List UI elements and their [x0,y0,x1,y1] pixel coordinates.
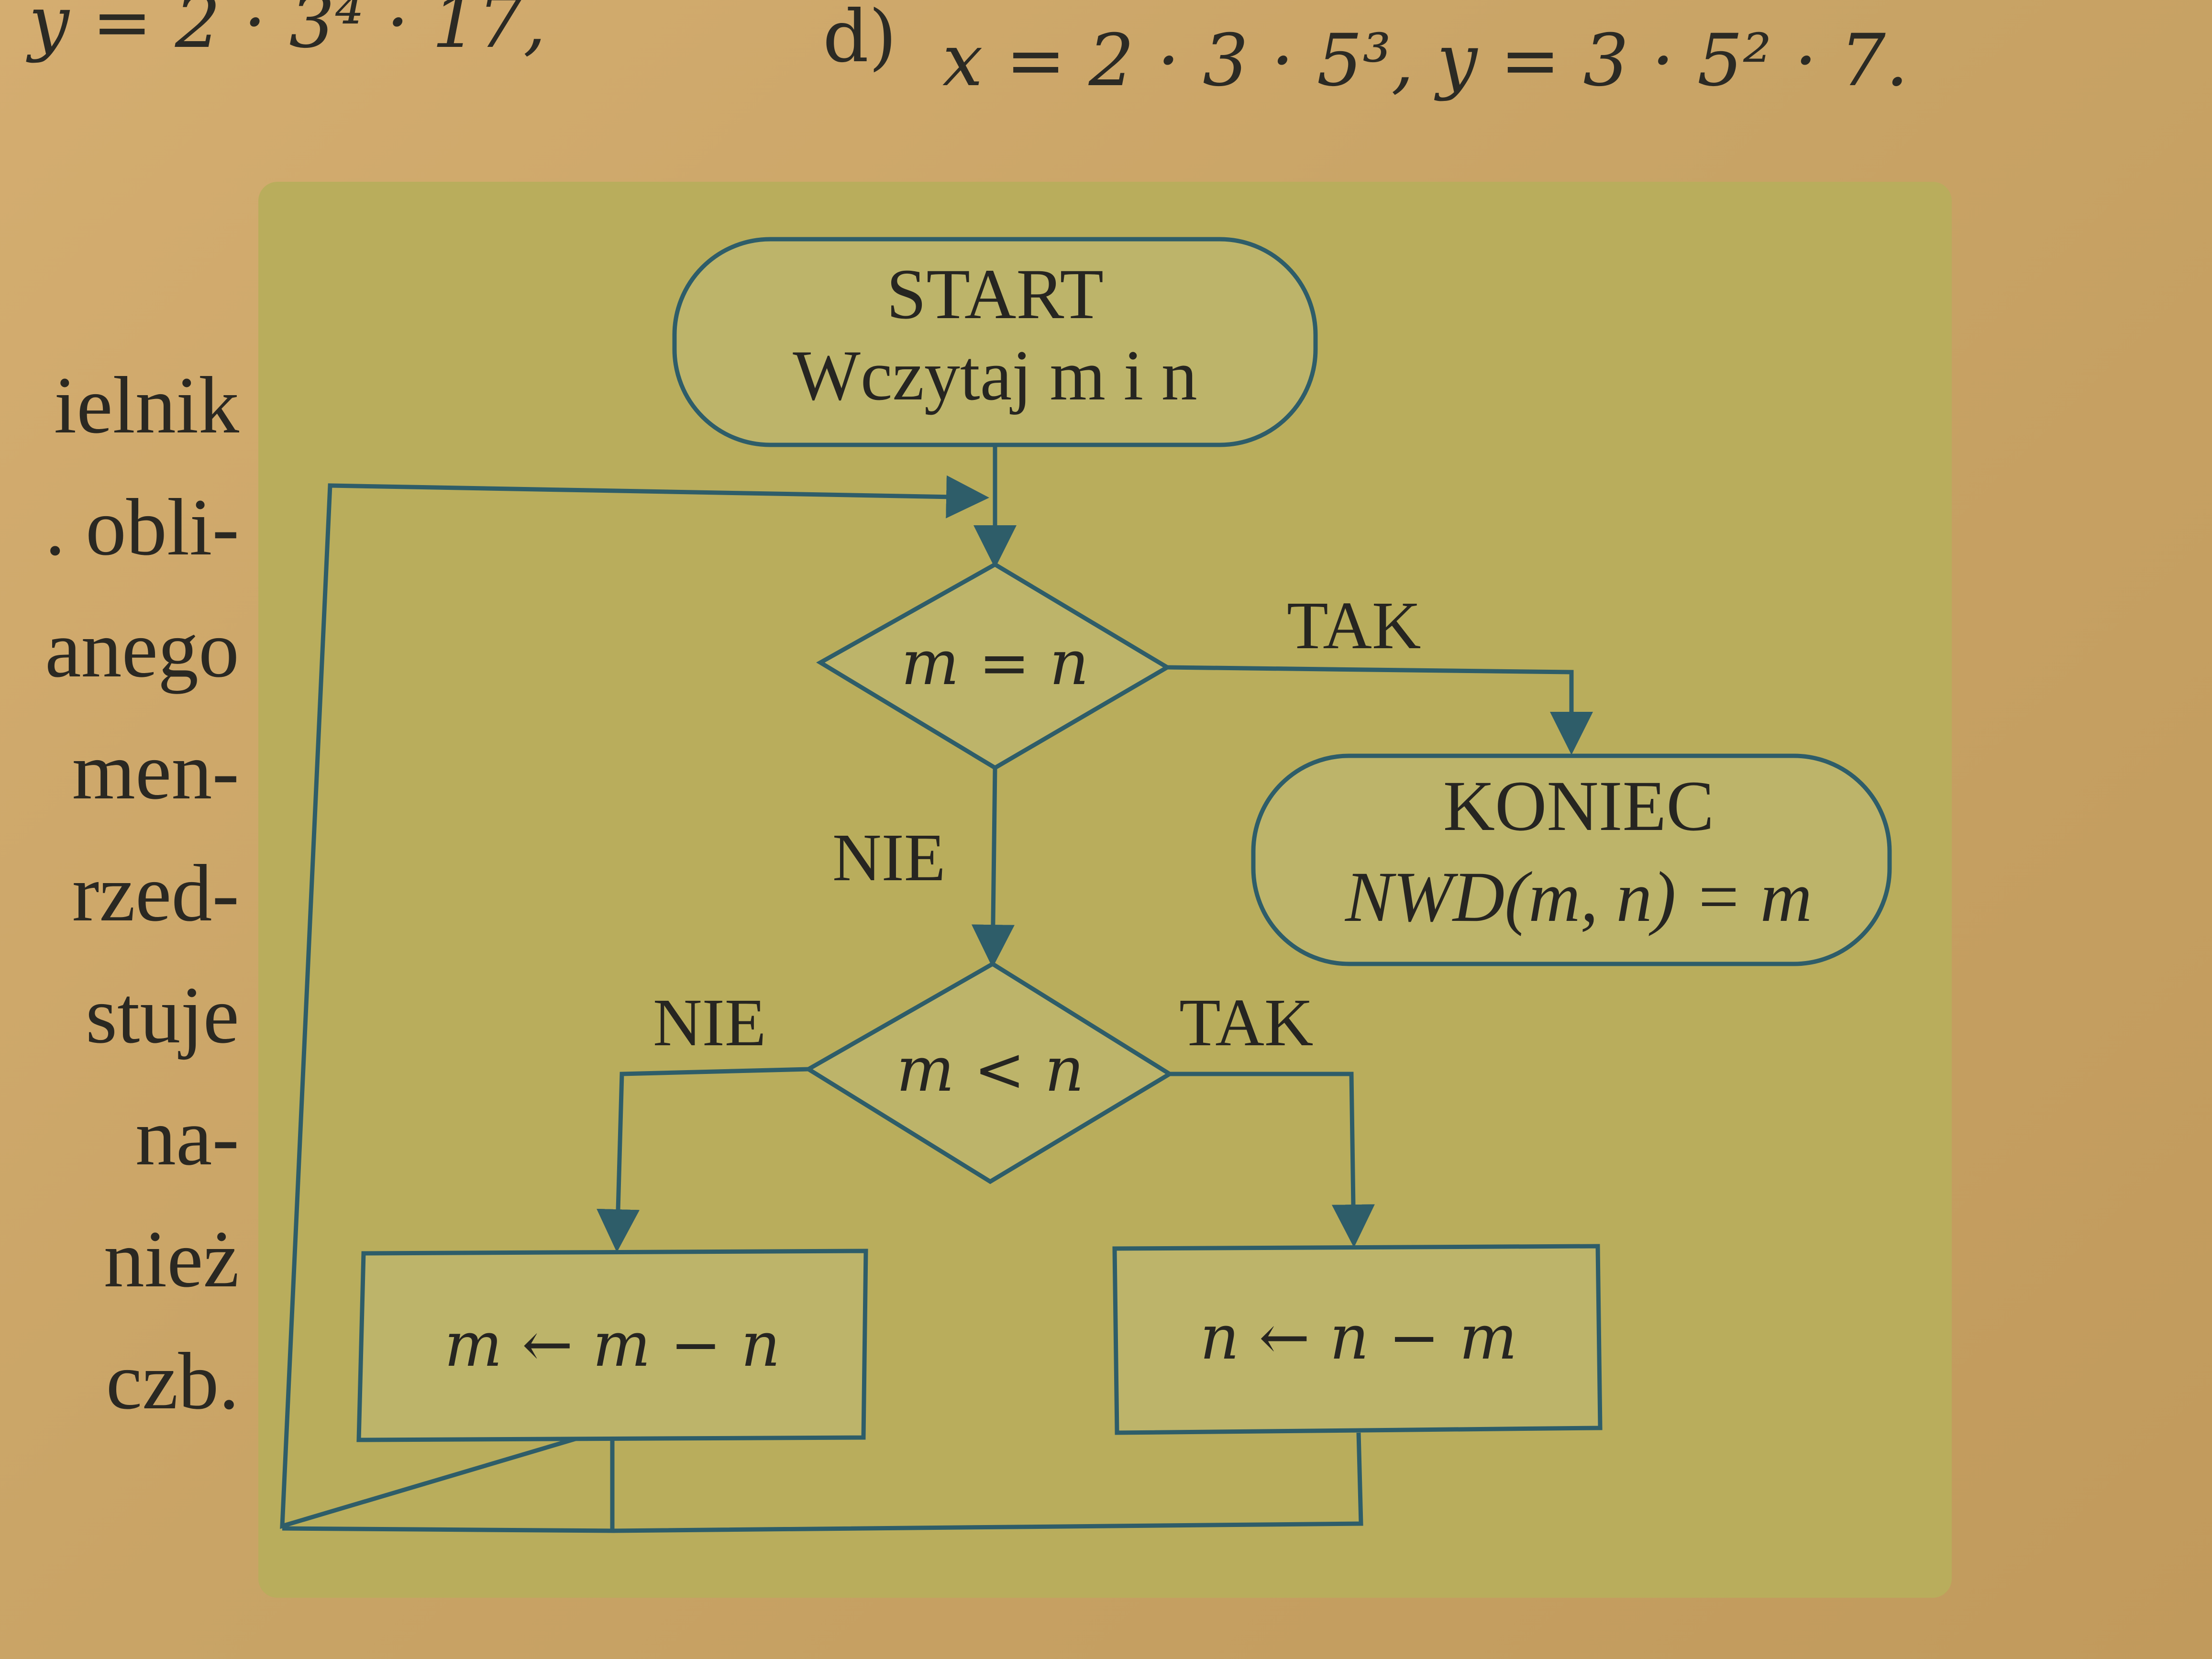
margin-text: ielnik . obli- anego men- rzed- stuje na… [0,344,239,1442]
process-right-text: n ← n − m [1200,1302,1517,1373]
edge-right-process-out [612,1432,1363,1533]
margin-line: anego [45,604,239,694]
margin-line: nież [103,1214,239,1304]
formula-top-right: x = 2 · 3 · 5³, y = 3 · 5² · 7. [942,19,1909,102]
margin-line: na- [135,1092,239,1182]
margin-line: czb. [106,1336,239,1426]
decision2-yes-label: TAK [1179,984,1313,1060]
edge-left-process-out [282,1440,615,1533]
end-terminal [1251,753,1892,966]
start-title: START [886,254,1104,334]
formula-top-left: y = 2 · 3⁴ · 17, [29,0,546,64]
decision2-no-label: NIE [653,984,766,1060]
decision2-text: m < n [896,1034,1084,1106]
edge-decision2-no [597,1067,809,1252]
edge-loop-back [280,475,989,1529]
margin-line: rzed- [72,848,239,938]
decision1-no-label: NIE [832,819,946,895]
decision1-text: m = n [901,628,1089,699]
end-text: NWD(m, n) = m [1344,857,1812,937]
decision-m-less-than-n [804,961,1174,1184]
margin-line: . obli- [44,482,239,572]
margin-line: ielnik [54,360,239,450]
margin-line: men- [72,726,239,816]
process-left-text: m ← m − n [444,1309,780,1381]
process-m-minus-n [356,1249,868,1442]
decision1-yes-label: TAK [1287,587,1421,663]
edge-decision1-no [971,767,1015,968]
formula-label-d: d) [823,0,897,78]
edge-decision1-yes [1167,665,1593,755]
process-n-minus-m [1112,1244,1603,1435]
margin-line: stuje [85,970,239,1060]
start-text: Wczytaj m i n [793,336,1197,415]
edge-decision2-yes [1170,1072,1375,1248]
end-title: KONIEC [1443,766,1714,846]
